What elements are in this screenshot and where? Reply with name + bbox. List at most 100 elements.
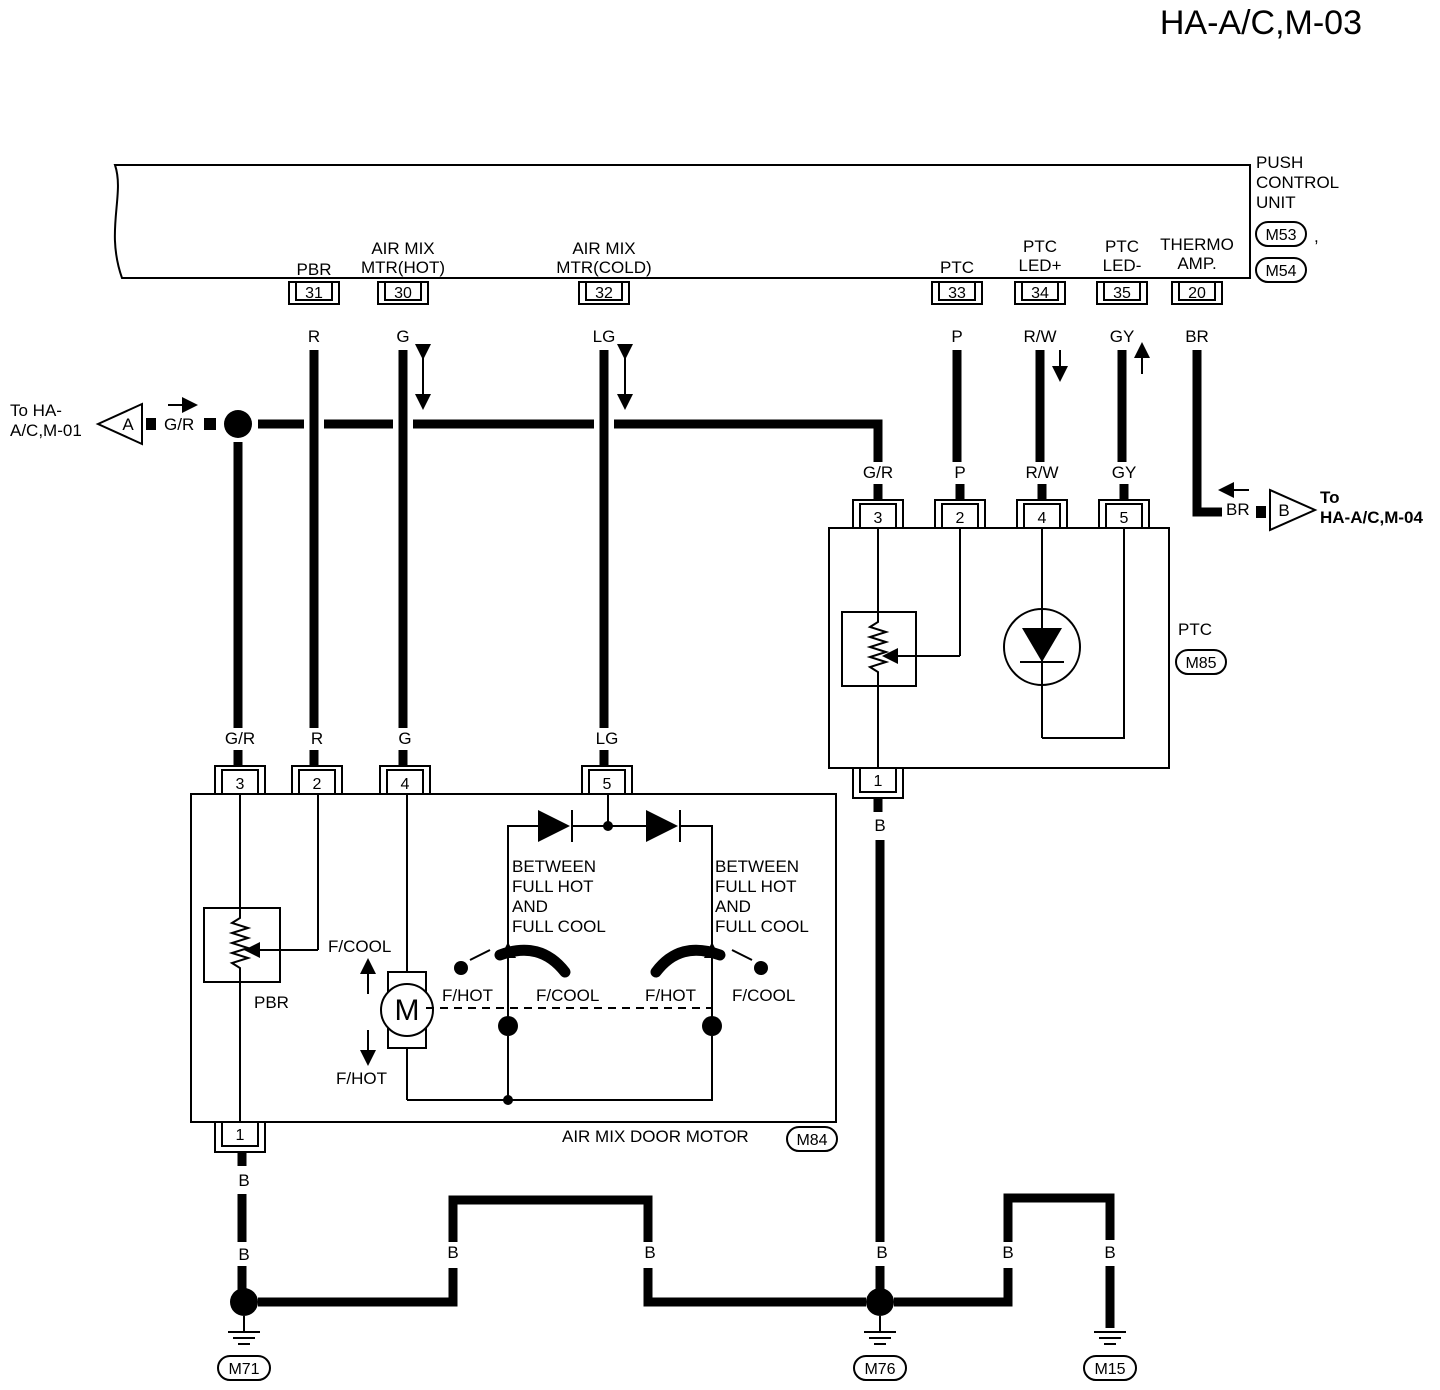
air-mix-door-motor: G/R R G LG 3 2 4 5 PBR M F/COOL F/HOT [190,729,838,1190]
splice-dot [230,1288,258,1316]
motor-pin-5: 5 [603,776,612,793]
connector-badge-m54 [1255,257,1307,283]
pin-number: 20 [1188,285,1206,302]
link-b-dest-2: HA-A/C,M-04 [1320,508,1423,527]
pin-name: LED- [1103,256,1142,275]
motor-icon [380,983,434,1037]
wire-color: R [308,327,320,346]
pcu-pin-34: PTC LED+ 34 R/W [1014,237,1066,346]
ptc-wire-3: G/R [863,463,893,482]
link-a-letter: A [122,415,134,434]
pin-name: PTC [1023,237,1057,256]
ptc-wire-2: P [954,463,965,482]
motor-ground-pin: 1 [236,1127,245,1144]
ptc-ground-wire: B [874,816,885,835]
push-control-unit-label-2: CONTROL [1256,173,1339,192]
pin-name: MTR(COLD) [556,258,651,277]
ground-wire-label: B [238,1245,249,1264]
link-a-triangle-icon [95,402,143,446]
ptc-label: PTC [1178,620,1212,639]
motor-pin-2: 2 [313,776,322,793]
potentiometer-icon [203,907,281,983]
ground-wire-label: B [447,1243,458,1262]
motor-pin-3: 3 [236,776,245,793]
push-control-unit: PUSH CONTROL UNIT M53 , M54 [113,153,1339,283]
splice-dot [224,410,252,438]
wire-br [1192,350,1222,517]
push-control-unit-label-1: PUSH [1256,153,1303,172]
pin-name: AMP. [1177,254,1216,273]
left-switch-cool: F/COOL [536,986,599,1005]
link-b-triangle-icon [1269,488,1318,532]
right-switch-note-2: FULL HOT [715,877,797,896]
pcu-pin-31: PBR 31 R [288,260,340,346]
motor-ground-wire: B [238,1171,249,1190]
right-switch-note-1: BETWEEN [715,857,799,876]
ground-m71: M71 [228,1361,259,1378]
ground-m76: M76 [864,1361,895,1378]
wire-color: GY [1110,327,1135,346]
connector-badge-m53 [1255,221,1307,247]
ptc-module: G/R P R/W GY 3 2 4 5 PTC M85 1 B [828,463,1227,835]
ptc-wire-4: R/W [1025,463,1058,482]
ground-icon [1094,1331,1126,1345]
motor-wire-5: LG [596,729,619,748]
pcu-pin-35: PTC LED- 35 GY [1096,237,1148,346]
link-a-wire: G/R [164,415,194,434]
ground-icon [228,1316,260,1345]
pcu-pin-33: PTC 33 P [931,258,983,346]
right-switch-note-4: FULL COOL [715,917,809,936]
ground-wire-label: B [876,1243,887,1262]
wire-color: P [951,327,962,346]
motor-wire-3: G/R [225,729,255,748]
link-a-dest-2: A/C,M-01 [10,421,82,440]
left-switch-note-3: AND [512,897,548,916]
right-switch-hot: F/HOT [645,986,696,1005]
pin-name: THERMO [1160,235,1234,254]
motor-connector-m84: M84 [796,1132,827,1149]
ptc-wire-5: GY [1112,463,1137,482]
pin-name: MTR(HOT) [361,258,445,277]
pbr-label: PBR [254,993,289,1012]
ptc-pin-2: 2 [956,510,965,527]
splice-dot [866,1288,894,1316]
motor-symbol: M [395,994,420,1027]
motor-label: AIR MIX DOOR MOTOR [562,1127,749,1146]
motor-pin-4: 4 [401,776,410,793]
diode-icon [538,810,570,842]
link-b: BR B To HA-A/C,M-04 [1218,482,1423,532]
left-switch-note-1: BETWEEN [512,857,596,876]
pin-name: PBR [297,260,332,279]
pin-number: 33 [948,285,966,302]
pin-name: PTC [940,258,974,277]
wire-color: LG [593,327,616,346]
left-switch-hot: F/HOT [442,986,493,1005]
connector-m53: M53 [1265,227,1296,244]
link-a-dest-1: To HA- [10,401,62,420]
pcu-pin-30: AIR MIX MTR(HOT) 30 G [361,239,445,346]
pcu-pin-32: AIR MIX MTR(COLD) 32 LG [556,239,651,346]
motor-direction-cool: F/COOL [328,937,391,956]
motor-wire-4: G [398,729,411,748]
pin-name: AIR MIX [572,239,635,258]
pin-number: 31 [305,285,323,302]
link-b-dest-1: To [1320,488,1340,507]
ptc-pin-5: 5 [1120,510,1129,527]
ptc-connector-m85: M85 [1185,655,1216,672]
ptc-pin-4: 4 [1038,510,1047,527]
link-b-wire: BR [1226,500,1250,519]
wire-color: R/W [1023,327,1056,346]
pin-name: LED+ [1019,256,1062,275]
push-control-unit-label-3: UNIT [1256,193,1296,212]
motor-direction-hot: F/HOT [336,1069,387,1088]
right-switch-note-3: AND [715,897,751,916]
pin-name: PTC [1105,237,1139,256]
wire-color: G [396,327,409,346]
pin-number: 34 [1031,285,1049,302]
ground-wire-label: B [1104,1243,1115,1262]
pin-number: 35 [1113,285,1131,302]
page-title: HA-A/C,M-03 [1160,4,1362,42]
ground-m15: M15 [1094,1361,1125,1378]
ground-icon [864,1316,896,1345]
